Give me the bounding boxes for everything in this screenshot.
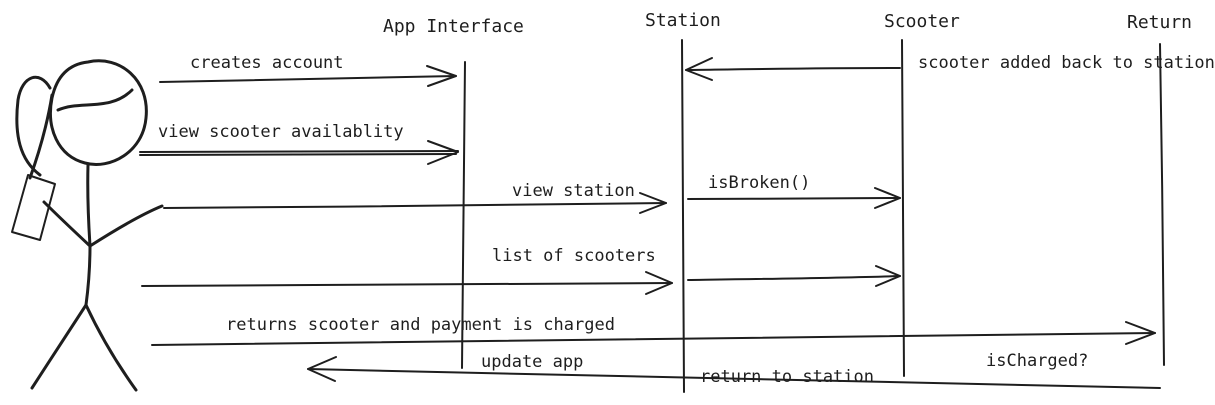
- participant-app-interface: App Interface: [383, 16, 524, 37]
- label-return-to-station: return to station: [700, 367, 874, 387]
- participant-scooter: Scooter: [884, 11, 960, 32]
- message-arrows: [139, 57, 1161, 389]
- label-is-charged: isCharged?: [986, 351, 1089, 371]
- lifeline-scooter: [901, 39, 905, 377]
- arrow-returns-scooter: [151, 321, 1156, 346]
- arrow-update-app: [307, 356, 1161, 389]
- label-scooter-added: scooter added back to station: [918, 53, 1215, 73]
- lifelines: [461, 39, 1165, 393]
- label-returns-scooter: returns scooter and payment is charged: [226, 315, 615, 335]
- arrow-creates-account: [159, 65, 457, 87]
- participant-return: Return: [1127, 12, 1193, 33]
- label-list-scooters: list of scooters: [492, 246, 656, 266]
- label-update-app: update app: [481, 352, 584, 372]
- arrow-scooter-added: [685, 57, 901, 81]
- phone-icon: [11, 174, 56, 241]
- label-is-broken: isBroken(): [708, 173, 811, 193]
- lifeline-return: [1159, 43, 1165, 366]
- arrow-view-availability: [139, 140, 459, 165]
- arrow-view-station: [163, 192, 667, 214]
- arrow-list-scooters: [141, 271, 673, 295]
- arrow-is-broken: [687, 187, 901, 209]
- arrow-station-to-scooter: [687, 265, 901, 287]
- lifeline-station: [681, 39, 685, 393]
- label-view-station: view station: [512, 181, 635, 201]
- participant-station: Station: [645, 10, 721, 31]
- user-actor-figure: [15, 59, 164, 392]
- label-view-availability: view scooter availablity: [158, 122, 404, 142]
- label-creates-account: creates account: [190, 53, 344, 73]
- lifeline-app-interface: [461, 61, 466, 369]
